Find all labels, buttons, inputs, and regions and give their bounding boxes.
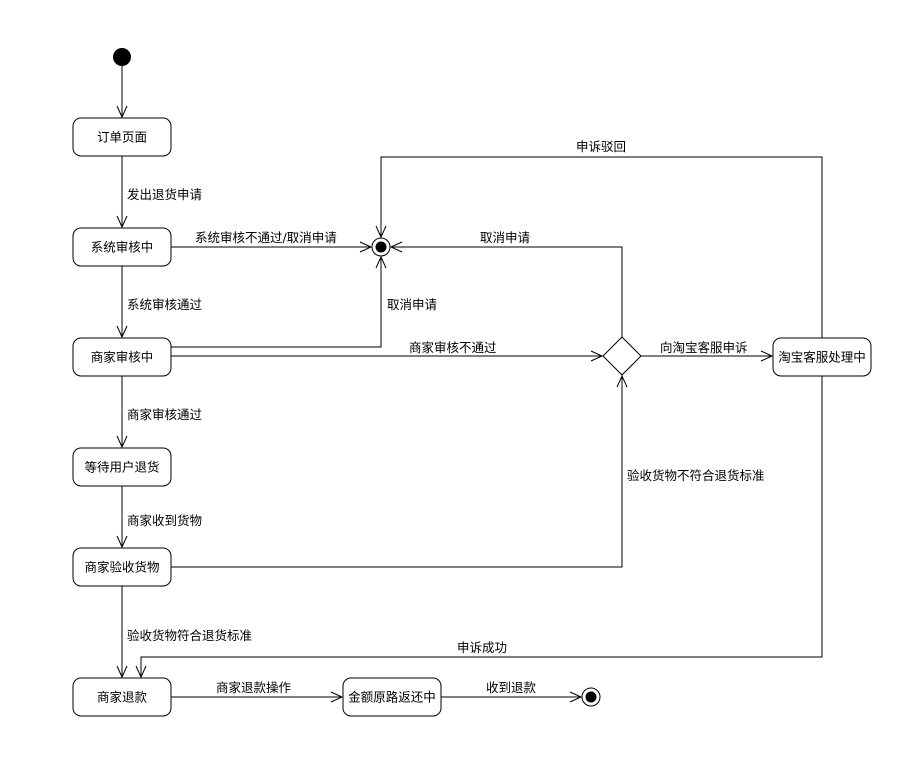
edge-taobao-success-to-refund: [135, 376, 823, 679]
state-taobao-service-label: 淘宝客服处理中: [778, 350, 866, 365]
edge-decision-to-taobao: [641, 350, 774, 362]
edge-wait-return-to-inspect: [116, 486, 128, 549]
decision-node: [602, 336, 642, 376]
edge-refund-to-returning: [171, 691, 344, 703]
edge-taobao-rejected-to-final: [375, 156, 823, 338]
edge-inspect-to-decision: [171, 374, 628, 568]
state-wait-user-return-label: 等待用户退货: [84, 460, 159, 475]
label-inspection-meets: 验收货物符合退货标准: [127, 628, 252, 643]
label-inspection-not-meet: 验收货物不符合退货标准: [627, 468, 765, 483]
state-wait-user-return: 等待用户退货: [72, 447, 172, 487]
edge-returning-to-final: [441, 691, 583, 703]
state-merchant-refund-label: 商家退款: [97, 690, 148, 705]
edge-system-review-to-final: [171, 241, 373, 253]
state-order-page-label: 订单页面: [97, 130, 147, 145]
state-merchant-review-label: 商家审核中: [91, 350, 154, 365]
label-cancel-request-merchant: 取消申请: [387, 297, 437, 312]
label-system-review-pass: 系统审核通过: [127, 297, 203, 312]
edge-system-review-to-merchant-review: [116, 266, 128, 339]
state-taobao-service: 淘宝客服处理中: [772, 337, 872, 377]
edge-merchant-review-to-decision: [171, 350, 604, 362]
state-merchant-review: 商家审核中: [72, 337, 172, 377]
label-merchant-review-pass: 商家审核通过: [127, 407, 203, 422]
edge-inspect-to-refund: [116, 586, 128, 679]
edge-merchant-review-to-wait-return: [116, 376, 128, 449]
edge-order-to-system-review: [116, 156, 128, 229]
state-merchant-inspect: 商家验收货物: [72, 547, 172, 587]
state-system-review: 系统审核中: [72, 227, 172, 267]
state-refund-returning: 金额原路返还中: [342, 677, 442, 717]
edge-decision-cancel-to-final: [389, 241, 623, 337]
label-merchant-review-fail: 商家审核不通过: [409, 340, 497, 355]
label-cancel-request-decision: 取消申请: [480, 230, 530, 245]
final-node-upper: [371, 237, 391, 257]
label-merchant-received-goods: 商家收到货物: [127, 513, 202, 528]
initial-node: [113, 48, 131, 66]
state-refund-returning-label: 金额原路返还中: [348, 690, 436, 705]
label-system-review-fail-cancel: 系统审核不通过/取消申请: [195, 230, 337, 245]
label-issue-return-request: 发出退货申请: [127, 187, 202, 202]
edge-merchant-review-cancel-to-final: [171, 255, 387, 348]
label-appeal-success: 申诉成功: [457, 640, 507, 655]
label-appeal-rejected: 申诉驳回: [576, 139, 626, 154]
state-system-review-label: 系统审核中: [91, 240, 154, 255]
state-merchant-inspect-label: 商家验收货物: [84, 560, 159, 575]
state-merchant-refund: 商家退款: [72, 677, 172, 717]
label-refund-received: 收到退款: [486, 680, 537, 695]
edge-initial-to-order: [116, 66, 128, 119]
label-merchant-refund-operation: 商家退款操作: [216, 680, 292, 695]
final-node-lower: [581, 687, 601, 707]
state-order-page: 订单页面: [72, 117, 172, 157]
label-appeal-to-taobao: 向淘宝客服申诉: [660, 340, 748, 355]
